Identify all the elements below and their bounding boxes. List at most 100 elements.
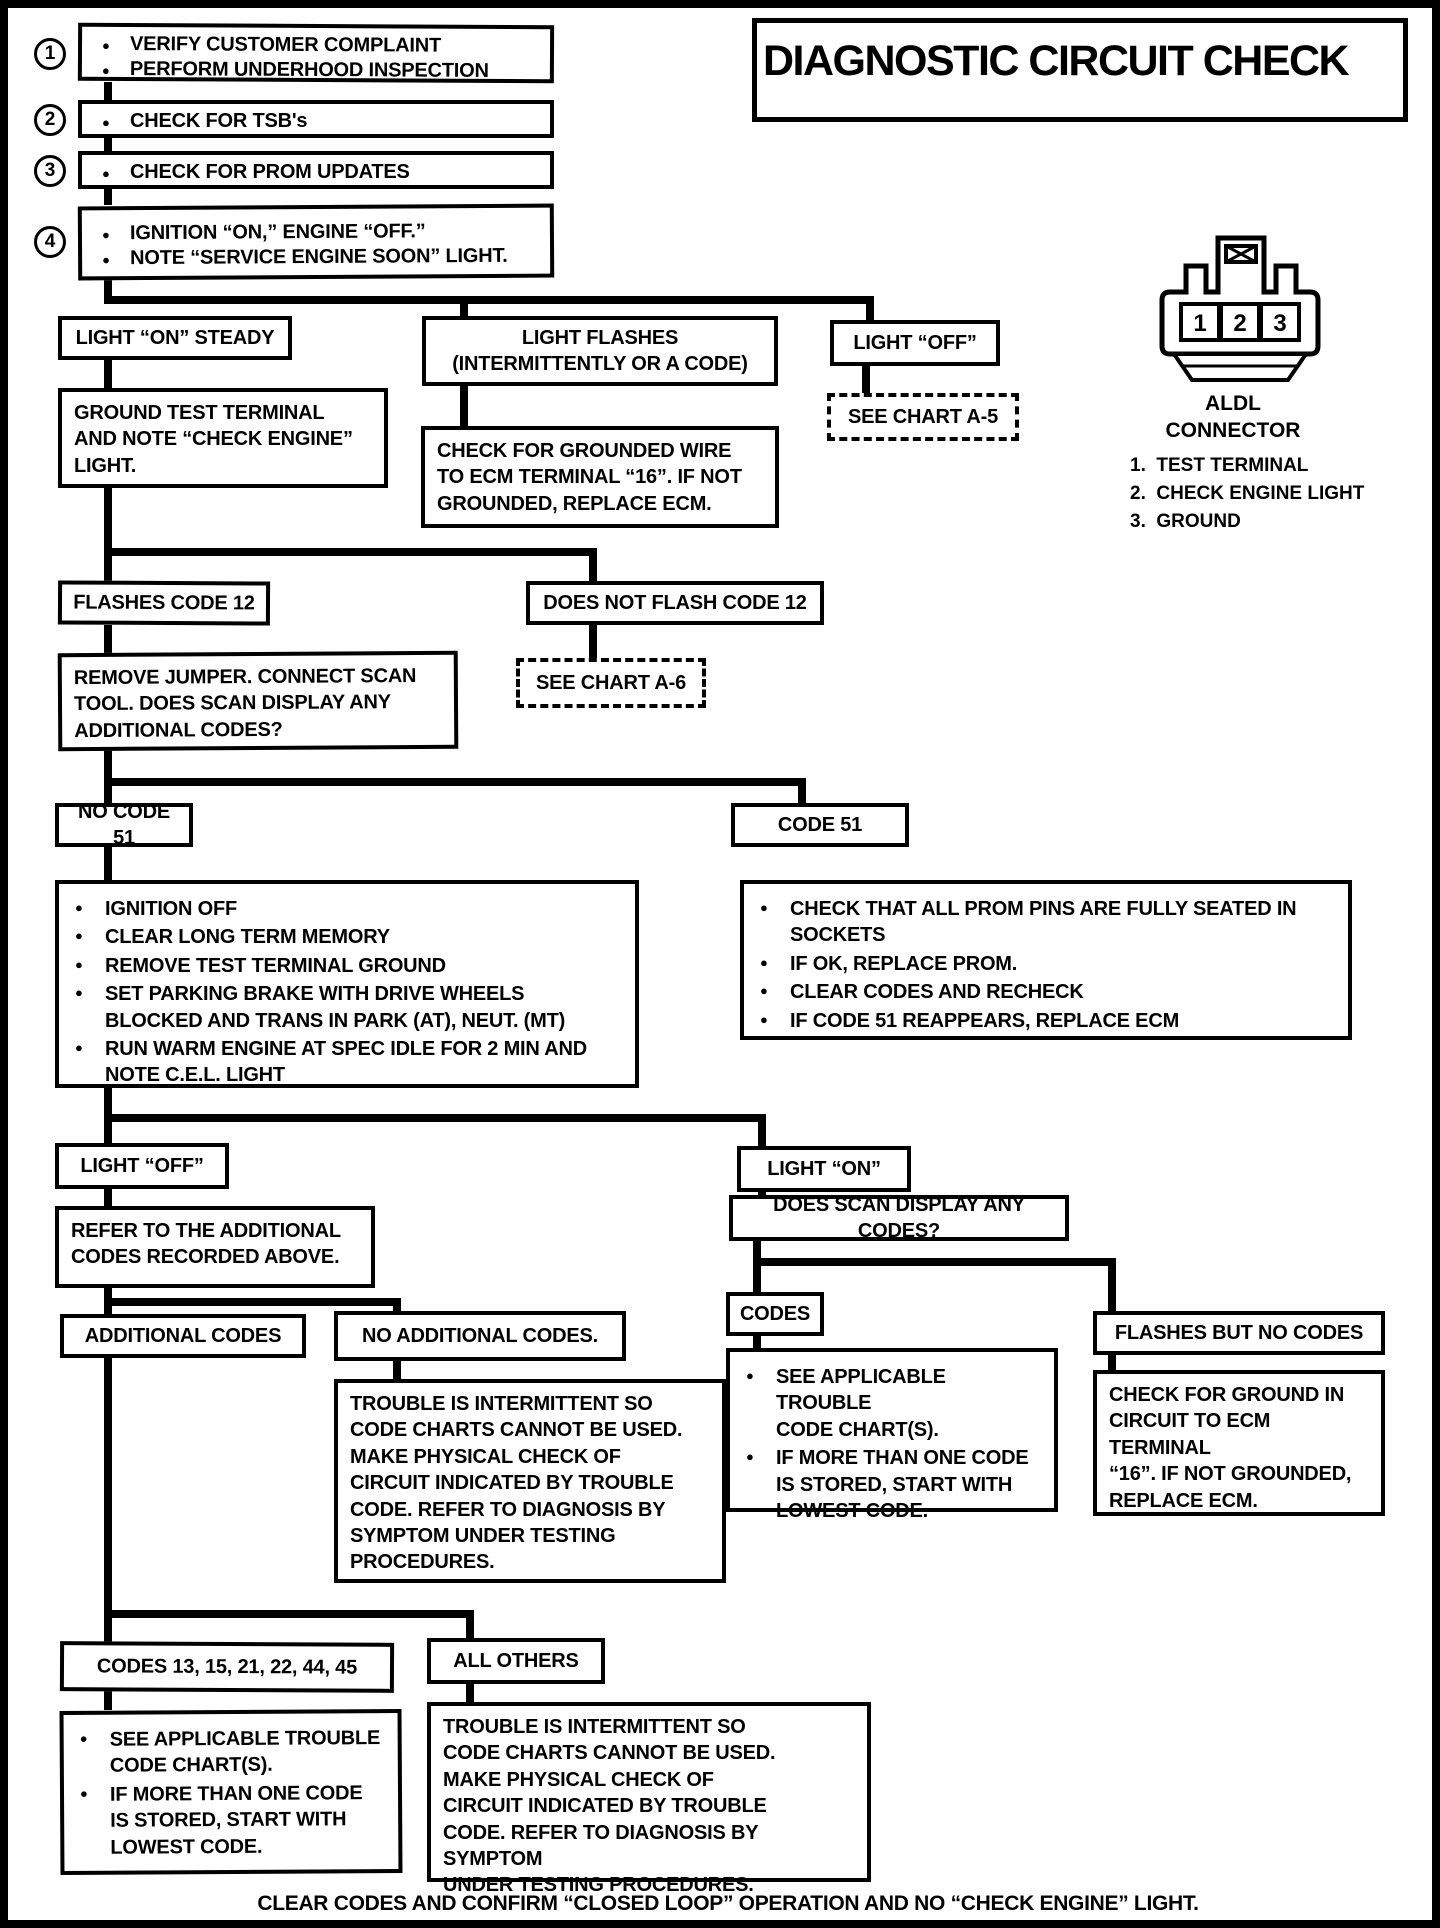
- connector-line: [798, 786, 806, 805]
- node-trouble-intermittent-mid: TROUBLE IS INTERMITTENT SO CODE CHARTS C…: [334, 1379, 726, 1583]
- connector-line: [104, 847, 112, 880]
- bullet-item: 1. TEST TERMINAL: [1130, 455, 1309, 476]
- connector-line: [104, 750, 112, 780]
- connector-line: [104, 778, 806, 786]
- connector-line: [104, 556, 112, 583]
- node-code-51-actions: CHECK THAT ALL PROM PINS ARE FULLY SEATE…: [740, 880, 1352, 1040]
- node-does-scan-display-codes: DOES SCAN DISPLAY ANY CODES?: [729, 1194, 1069, 1242]
- connector-line: [753, 1258, 1116, 1266]
- bullet-item: CLEAR CODES AND RECHECK: [752, 979, 1338, 1005]
- connector-line: [104, 1304, 112, 1316]
- connector-line: [104, 360, 112, 388]
- connector-line: [460, 302, 468, 318]
- connector-line: [1108, 1266, 1116, 1313]
- node-all-others: ALL OTHERS: [427, 1638, 605, 1684]
- connector-line: [104, 1610, 474, 1618]
- aldl-pin-2: 2: [1233, 310, 1246, 337]
- connector-line: [104, 1690, 112, 1710]
- step-number-3: 3: [34, 155, 66, 187]
- connector-line: [104, 625, 112, 654]
- bullet-item: IF OK, REPLACE PROM.: [752, 951, 1338, 977]
- code-51-action-list: CHECK THAT ALL PROM PINS ARE FULLY SEATE…: [744, 884, 1348, 1044]
- step-box-check-tsb: CHECK FOR TSB's: [78, 100, 554, 138]
- node-light-flashes: LIGHT FLASHES (INTERMITTENTLY OR A CODE): [422, 316, 778, 386]
- connector-line: [104, 296, 874, 304]
- connector-line: [753, 1334, 761, 1348]
- bullet-item: CHECK FOR TSB's: [90, 109, 542, 135]
- connector-line: [104, 548, 597, 556]
- codes-13-action-list: SEE APPLICABLE TROUBLE CODE CHART(S).IF …: [64, 1713, 399, 1871]
- connector-line: [393, 1304, 401, 1314]
- connector-line: [104, 138, 112, 151]
- bullet-item: IGNITION “ON,” ENGINE “OFF.”: [90, 219, 542, 246]
- step-3-list: CHECK FOR PROM UPDATES: [82, 155, 550, 189]
- node-code-51: CODE 51: [731, 803, 909, 847]
- no-code-51-action-list: IGNITION OFFCLEAR LONG TERM MEMORYREMOVE…: [59, 884, 635, 1099]
- aldl-connector-label: ALDL CONNECTOR: [1165, 392, 1301, 442]
- bullet-item: REMOVE TEST TERMINAL GROUND: [67, 953, 625, 979]
- connector-line: [104, 82, 112, 100]
- node-light-on-steady: LIGHT “ON” STEADY: [58, 316, 292, 360]
- step-box-check-prom-updates: CHECK FOR PROM UPDATES: [78, 151, 554, 189]
- bullet-item: VERIFY CUSTOMER COMPLAINT: [90, 32, 542, 58]
- node-text: TROUBLE IS INTERMITTENT SO CODE CHARTS C…: [443, 1716, 776, 1897]
- step-box-ignition-on: IGNITION “ON,” ENGINE “OFF.”NOTE “SERVIC…: [77, 203, 555, 281]
- codes-action-list: SEE APPLICABLE TROUBLE CODE CHART(S).IF …: [730, 1352, 1054, 1534]
- connector-line: [104, 1122, 112, 1143]
- connector-line: [104, 1114, 766, 1122]
- bullet-item: IF MORE THAN ONE CODE IS STORED, START W…: [738, 1445, 1044, 1524]
- node-text: REFER TO THE ADDITIONAL CODES RECORDED A…: [71, 1220, 341, 1269]
- node-light-off-1: LIGHT “OFF”: [830, 320, 1000, 366]
- aldl-pin-cell-2: [1219, 302, 1261, 342]
- connector-line: [104, 1187, 112, 1206]
- connector-line: [393, 1361, 401, 1379]
- step-box-verify-complaint: VERIFY CUSTOMER COMPLAINTPERFORM UNDERHO…: [77, 22, 555, 84]
- step-number-label: 1: [44, 43, 56, 64]
- step-4-list: IGNITION “ON,” ENGINE “OFF.”NOTE “SERVIC…: [82, 208, 550, 276]
- connector-line: [104, 1088, 112, 1118]
- step-number-label: 3: [44, 160, 56, 181]
- step-2-list: CHECK FOR TSB's: [82, 104, 550, 138]
- connector-line: [104, 1358, 112, 1618]
- node-no-additional-codes: NO ADDITIONAL CODES.: [334, 1311, 626, 1361]
- node-see-chart-a5: SEE CHART A-5: [827, 393, 1019, 441]
- step-1-list: VERIFY CUSTOMER COMPLAINTPERFORM UNDERHO…: [82, 27, 550, 88]
- page-title: DIAGNOSTIC CIRCUIT CHECK: [763, 37, 1350, 85]
- node-check-for-ground: CHECK FOR GROUND IN CIRCUIT TO ECM TERMI…: [1093, 1370, 1385, 1516]
- node-remove-jumper: REMOVE JUMPER. CONNECT SCAN TOOL. DOES S…: [57, 650, 459, 752]
- step-number-label: 2: [44, 109, 56, 130]
- connector-line: [104, 786, 112, 805]
- footer-instruction: CLEAR CODES AND CONFIRM “CLOSED LOOP” OP…: [257, 1892, 1199, 1915]
- bullet-item: 2. CHECK ENGINE LIGHT: [1130, 483, 1365, 504]
- node-see-chart-a6: SEE CHART A-6: [516, 658, 706, 708]
- bullet-item: NOTE “SERVICE ENGINE SOON” LIGHT.: [90, 244, 542, 271]
- node-no-code-51: NO CODE 51: [55, 801, 193, 849]
- connector-line: [589, 625, 597, 658]
- connector-line: [753, 1239, 761, 1260]
- connector-line: [104, 1298, 401, 1306]
- connector-line: [1108, 1355, 1116, 1370]
- connector-line: [460, 386, 468, 428]
- node-flashes-code-12: FLASHES CODE 12: [57, 580, 271, 626]
- node-text: TROUBLE IS INTERMITTENT SO CODE CHARTS C…: [350, 1393, 683, 1574]
- step-number-1: 1: [34, 38, 66, 70]
- connector-line: [104, 189, 112, 205]
- connector-line: [104, 488, 112, 552]
- node-text: CHECK FOR GROUND IN CIRCUIT TO ECM TERMI…: [1109, 1384, 1352, 1512]
- node-light-on-2: LIGHT “ON”: [737, 1146, 911, 1192]
- bullet-item: IGNITION OFF: [67, 896, 625, 922]
- node-refer-additional-codes: REFER TO THE ADDITIONAL CODES RECORDED A…: [55, 1206, 375, 1288]
- node-text: CHECK FOR GROUNDED WIRE TO ECM TERMINAL …: [437, 440, 742, 515]
- connector-line: [862, 366, 870, 395]
- aldl-pin-cell-3: [1259, 302, 1301, 342]
- connector-line: [758, 1190, 766, 1198]
- bullet-item: PERFORM UNDERHOOD INSPECTION: [90, 57, 542, 83]
- node-codes-actions: SEE APPLICABLE TROUBLE CODE CHART(S).IF …: [726, 1348, 1058, 1522]
- connector-line: [466, 1618, 474, 1640]
- connector-line: [758, 1122, 766, 1146]
- node-text: REMOVE JUMPER. CONNECT SCAN TOOL. DOES S…: [73, 665, 417, 742]
- node-codes: CODES: [726, 1292, 824, 1336]
- node-codes-13-15-21-22-44-45: CODES 13, 15, 21, 22, 44, 45: [59, 1641, 395, 1693]
